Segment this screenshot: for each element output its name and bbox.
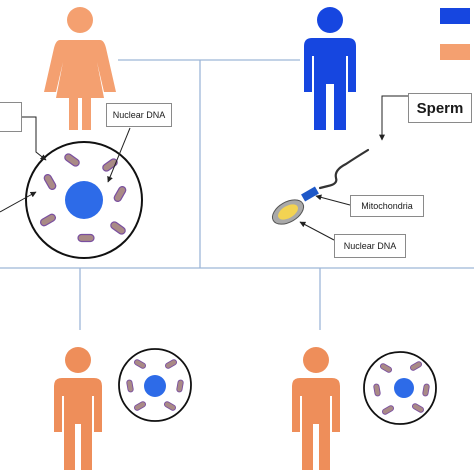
male-figure-icon xyxy=(304,7,356,130)
egg-nucleus xyxy=(65,181,103,219)
sperm-midpiece xyxy=(301,186,319,202)
sperm-cell xyxy=(271,148,370,225)
sperm-label: Sperm xyxy=(408,93,472,123)
female-figure-icon xyxy=(44,7,116,130)
egg-arrows xyxy=(0,116,131,213)
sperm-nucleus xyxy=(278,204,298,220)
child-nucleus-2 xyxy=(394,378,414,398)
child-cell-1 xyxy=(118,348,192,422)
pedigree-lines xyxy=(0,59,474,330)
person-figure-icon xyxy=(292,347,340,470)
person-figure-icon xyxy=(54,347,102,470)
child-nucleus-1 xyxy=(144,375,166,397)
nuclear-dna-label-maternal: Nuclear DNA xyxy=(106,103,172,127)
legend-swatch-female xyxy=(440,44,470,60)
child-cell-2 xyxy=(363,351,437,425)
nuclear-dna-label-paternal: Nuclear DNA xyxy=(334,234,406,258)
blank-label-box xyxy=(0,102,22,132)
sperm-tail xyxy=(318,148,370,190)
egg-cell xyxy=(25,141,143,259)
sperm-arrows xyxy=(299,95,408,241)
mitochondria-label: Mitochondria xyxy=(350,195,424,217)
legend-swatch-male xyxy=(440,8,470,24)
